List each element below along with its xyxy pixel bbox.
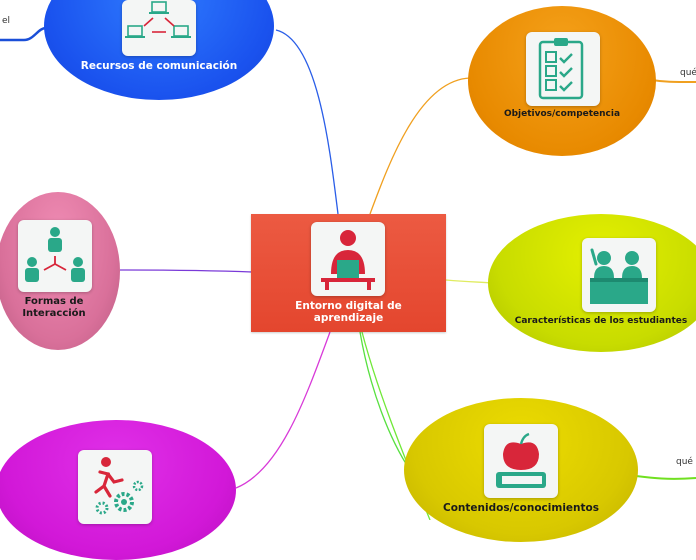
connector-lines: [0, 26, 696, 520]
link-objetivos: [369, 77, 471, 215]
classroom-students-icon: [582, 238, 656, 312]
node-label-contenidos: Contenidos/conocimientos: [443, 502, 599, 514]
network-computers-icon: [122, 0, 196, 56]
people-hierarchy-icon: [18, 220, 92, 292]
apple-book-icon: [484, 424, 558, 498]
runner-gears-icon: [78, 450, 152, 524]
node-caracteristicas-estudiantes[interactable]: Características de los estudiantes: [488, 214, 696, 352]
node-label-recursos: Recursos de comunicación: [80, 60, 238, 72]
node-label-caracteristicas: Características de los estudiantes: [514, 316, 688, 326]
node-label-formas: Formas de Interacción: [22, 296, 86, 319]
node-motivacion[interactable]: [0, 420, 236, 560]
central-node-title: Entorno digital de aprendizaje: [295, 300, 402, 324]
node-label-objetivos: Objetivos/competencia: [503, 109, 621, 119]
stub-recursos-left: [0, 26, 47, 42]
stub-contenidos-right: [635, 475, 696, 480]
edge-label-contenidos: qué: [676, 457, 693, 467]
node-contenidos-conocimientos[interactable]: Contenidos/conocimientos: [404, 398, 638, 542]
checklist-icon: [526, 32, 600, 106]
edge-label-recursos: el: [2, 16, 11, 26]
central-node-entorno-digital[interactable]: Entorno digital de aprendizaje: [251, 214, 446, 332]
edge-label-objetivos: qué: [680, 68, 696, 78]
link-motivacion: [235, 331, 331, 489]
link-formas: [119, 269, 253, 273]
teacher-computer-icon: [311, 222, 385, 296]
node-formas-interaccion[interactable]: Formas de Interacción: [0, 192, 120, 350]
link-contenidos: [359, 331, 411, 471]
link-caracteristicas: [445, 279, 493, 284]
stub-objetivos-right: [651, 79, 696, 83]
node-objetivos-competencia[interactable]: Objetivos/competencia: [468, 6, 656, 156]
link-recursos: [275, 29, 339, 215]
